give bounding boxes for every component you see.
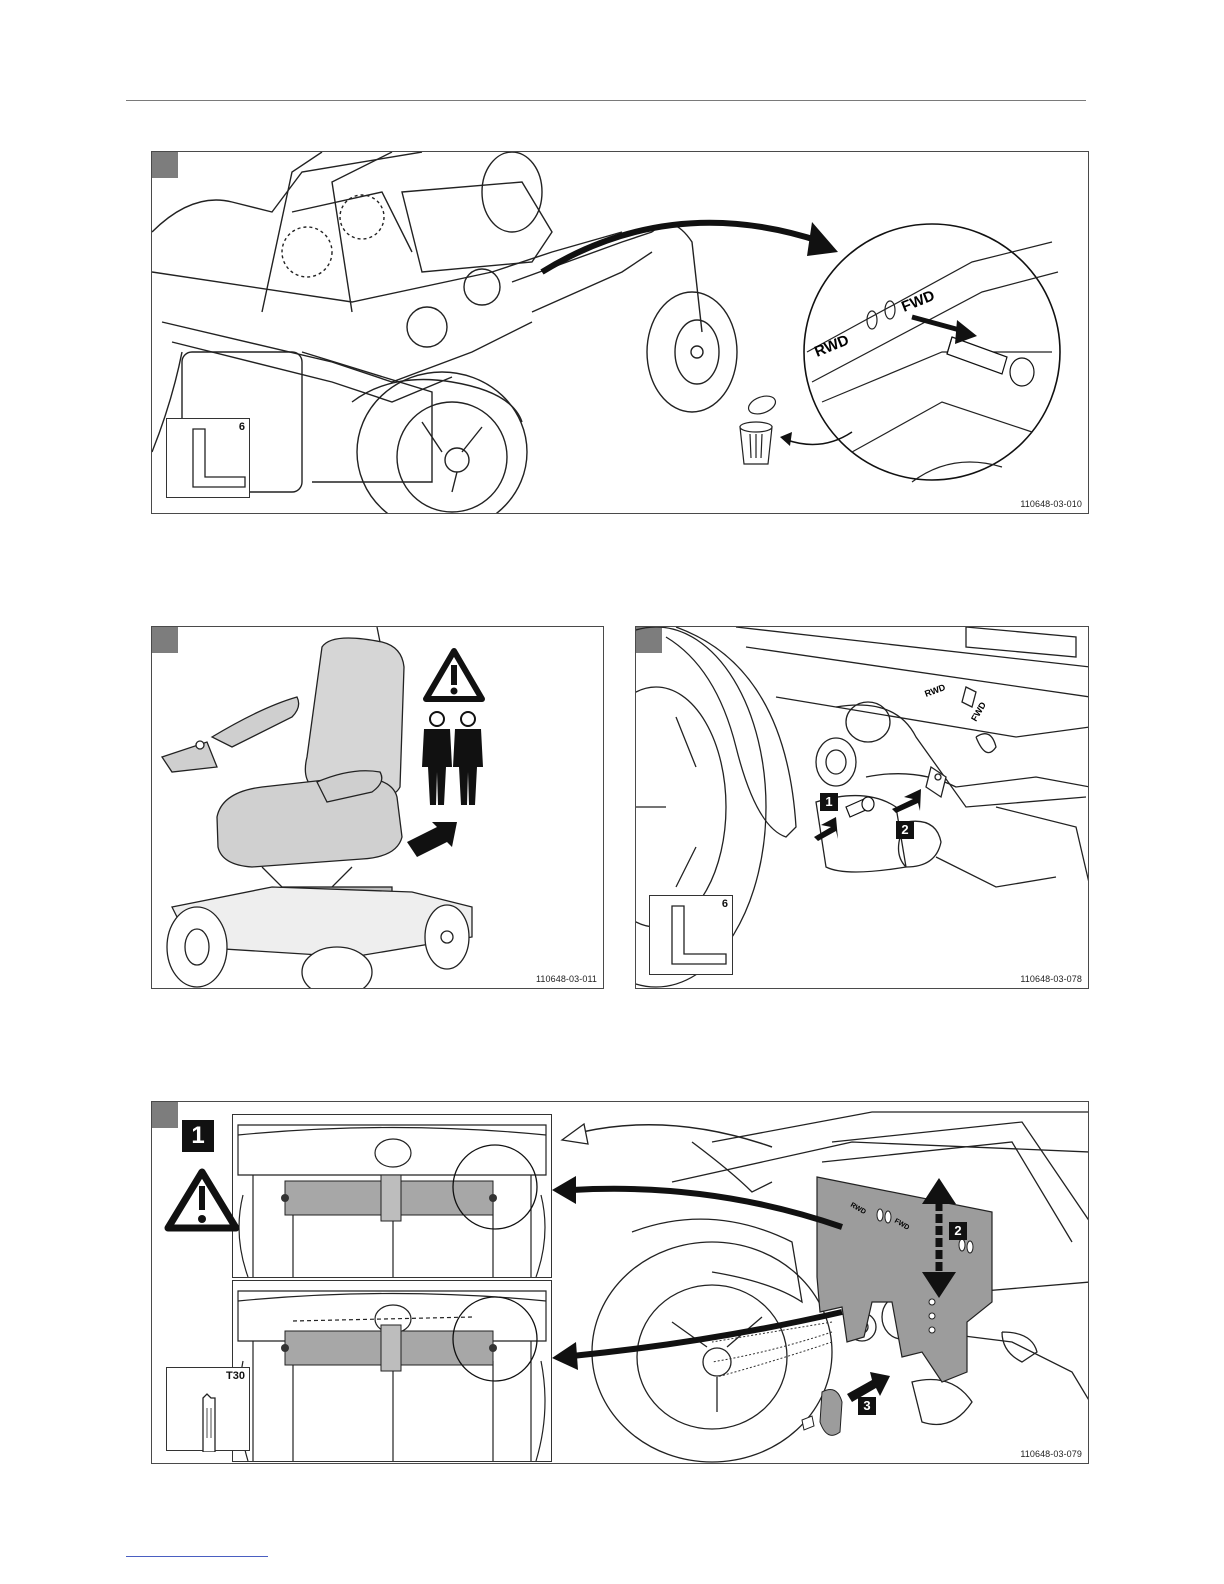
figure-code: 110648-03-010 xyxy=(1020,499,1082,509)
figure-code: 110648-03-011 xyxy=(536,974,597,984)
step-badge-2: 2 xyxy=(896,821,914,839)
figure-1: RWD FWD 6 110648-03-010 xyxy=(151,151,1089,514)
figure-code: 110648-03-078 xyxy=(1020,974,1082,984)
two-persons-icon xyxy=(422,712,483,805)
hex-key-icon xyxy=(167,419,251,499)
step-badge-1: 1 xyxy=(820,793,838,811)
torx-bit-icon xyxy=(167,1368,251,1452)
fwd-label: FWD xyxy=(969,700,988,723)
figure-2: 110648-03-011 xyxy=(151,626,604,989)
hex-key-tool-box: 6 xyxy=(649,895,733,975)
step-badge-3: 3 xyxy=(858,1397,876,1415)
hex-key-icon xyxy=(650,896,734,976)
figure-4-drawing: RWD FWD xyxy=(152,1102,1089,1464)
figure-3: RWD FWD 1 2 6 110648-03-078 xyxy=(635,626,1089,989)
rwd-label: RWD xyxy=(923,682,947,699)
trash-can-icon xyxy=(740,393,778,464)
figure-4: RWD FWD 1 2 3 T30 110648-03-079 xyxy=(151,1101,1089,1464)
figure-code: 110648-03-079 xyxy=(1020,1449,1082,1459)
figure-1-drawing: RWD FWD xyxy=(152,152,1089,514)
direction-arrow xyxy=(407,822,457,857)
torx-bit-tool-box: T30 xyxy=(166,1367,250,1451)
figure-2-drawing xyxy=(152,627,604,989)
step-badge-2: 2 xyxy=(949,1222,967,1240)
footer-rule xyxy=(126,1556,268,1557)
hex-key-tool-box: 6 xyxy=(166,418,250,498)
header-rule xyxy=(126,100,1086,101)
step-badge-1: 1 xyxy=(182,1120,214,1152)
